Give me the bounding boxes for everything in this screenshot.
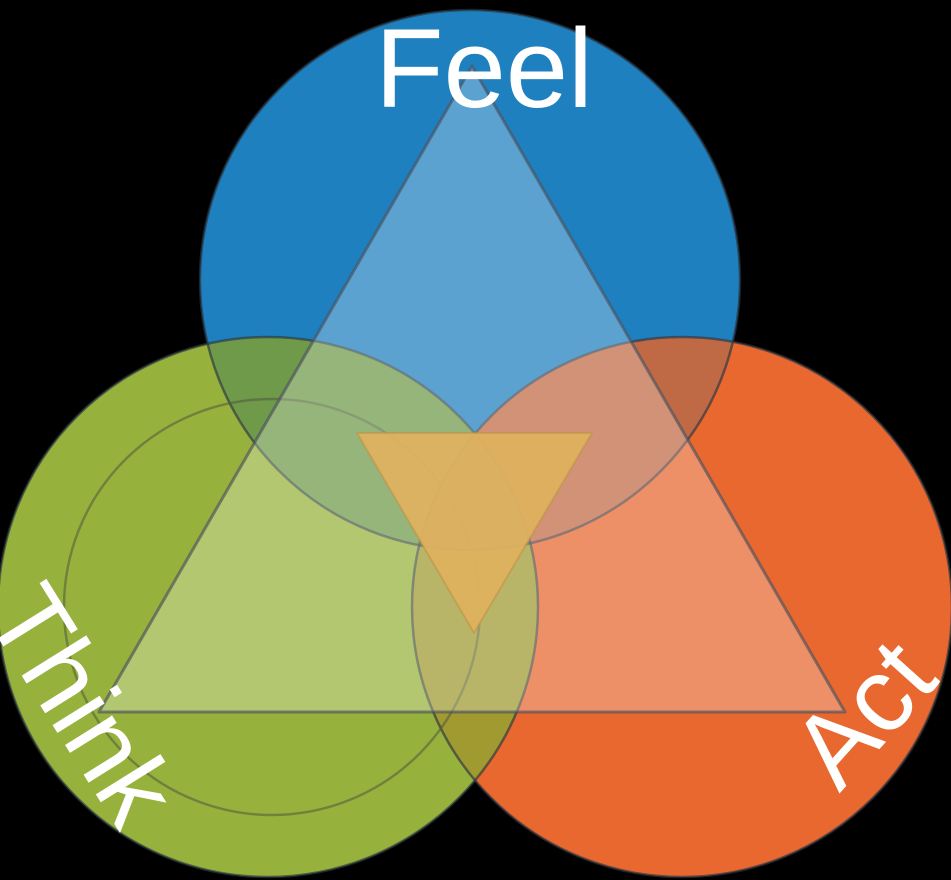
feel-label: Feel <box>375 6 593 131</box>
think-circle-outline <box>0 335 540 879</box>
act-circle-outline <box>410 335 951 879</box>
inner-triangle <box>356 432 593 634</box>
big-triangle <box>97 64 847 714</box>
